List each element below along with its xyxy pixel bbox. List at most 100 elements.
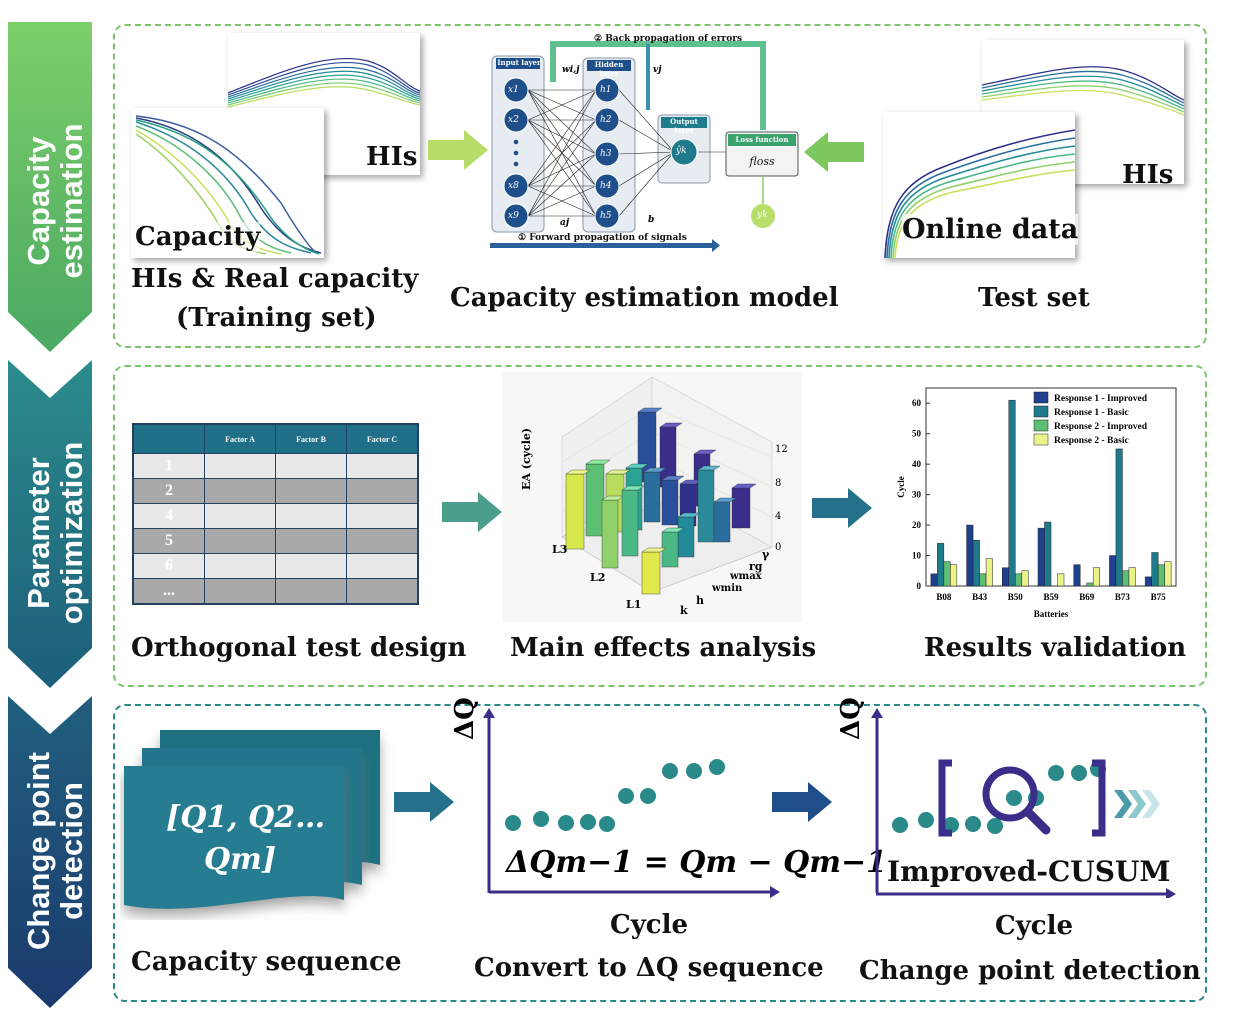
orthogonal-table: Factor A Factor B Factor C 1 2 4 5 6 ... xyxy=(132,423,419,605)
his-label-left: HIs xyxy=(366,142,418,172)
left-axis-tick: L2 xyxy=(590,571,606,584)
table-row-label: 2 xyxy=(132,478,205,504)
bar-B50-3 xyxy=(1015,573,1023,587)
dq-axis-label: ΔQ xyxy=(450,697,480,740)
table-row-label: 4 xyxy=(132,503,205,529)
bar-B73-3 xyxy=(1122,570,1130,587)
node-h3: h3 xyxy=(600,149,612,159)
table-row-label: 5 xyxy=(132,528,205,554)
x-tick-label: B08 xyxy=(936,592,952,602)
bar-B75-2 xyxy=(1151,552,1159,587)
yk-label: yk xyxy=(757,210,768,220)
right-axis-tick: h xyxy=(696,594,704,607)
forward-prop-label: ① Forward propagation of signals xyxy=(518,233,687,243)
cycle-label-2: Cycle xyxy=(995,911,1074,941)
arrow-dq-to-cusum xyxy=(772,782,832,822)
change-caption: Change point detection xyxy=(859,956,1201,986)
stage-arrow-parameter xyxy=(8,360,92,688)
model-caption: Capacity estimation model xyxy=(450,283,839,313)
node-x8: x8 xyxy=(508,181,519,191)
online-data-label: Online data xyxy=(902,214,1079,245)
x-axis-label: Batteries xyxy=(1034,609,1069,619)
bar-B73-4 xyxy=(1128,567,1136,587)
main-effects-caption: Main effects analysis xyxy=(510,633,817,663)
table-header-cell: Factor C xyxy=(346,423,419,454)
x-tick-label: B59 xyxy=(1043,592,1059,602)
cusum-label: Improved-CUSUM xyxy=(887,855,1171,888)
panel-parameter-optimization xyxy=(113,365,1207,687)
training-caption-line2: (Training set) xyxy=(176,303,377,333)
loss-function-label: Loss function xyxy=(735,135,789,144)
bar-B43-3 xyxy=(979,573,987,587)
stage-arrows xyxy=(8,22,92,1008)
output-layer-label: Output layer xyxy=(670,117,698,135)
bar-B08-4 xyxy=(950,564,958,587)
neural-network-diagram xyxy=(490,41,799,252)
left-axis-tick: L1 xyxy=(626,598,642,611)
bar-B43-4 xyxy=(985,558,993,587)
legend-label: Response 1 - Improved xyxy=(1054,394,1148,404)
results-caption: Results validation xyxy=(924,633,1187,663)
capacity-seq-line1: [Q1, Q2… xyxy=(166,800,326,835)
node-h1: h1 xyxy=(600,85,612,95)
bar-B08-2 xyxy=(937,543,945,587)
bar-B75-1 xyxy=(1144,576,1152,587)
capacity-label: Capacity xyxy=(135,222,261,252)
hidden-layer-label: Hidden layer xyxy=(594,60,624,78)
dq-axis-label-2: ΔQ xyxy=(836,697,866,740)
table-header-cell: Factor A xyxy=(204,423,276,454)
bar-B08-1 xyxy=(930,573,938,587)
right-axis-tick: rg xyxy=(749,560,763,573)
y-tick-label: 30 xyxy=(912,490,922,500)
cusum-plot xyxy=(871,708,1176,898)
bar-B43-1 xyxy=(966,524,974,587)
bar-B08-3 xyxy=(943,561,951,587)
stage-arrow-change xyxy=(8,696,92,1008)
node-x1: x1 xyxy=(508,85,519,95)
dq-plot xyxy=(483,708,780,898)
x-tick-label: B50 xyxy=(1008,592,1024,602)
y-tick-label: 60 xyxy=(912,398,922,408)
aj-label: aj xyxy=(560,218,570,228)
left-axis-tick: L3 xyxy=(552,543,568,556)
table-header-cell: Factor B xyxy=(275,423,347,454)
table-row-label: ... xyxy=(132,578,205,605)
legend-swatch xyxy=(1033,419,1049,432)
bar-B75-4 xyxy=(1164,561,1172,587)
bar-B73-1 xyxy=(1109,555,1117,587)
legend-label: Response 2 - Basic xyxy=(1054,436,1129,446)
panel-capacity-estimation xyxy=(113,24,1207,348)
yhat-label: ŷk xyxy=(676,146,687,156)
x-tick-label: B69 xyxy=(1079,592,1095,602)
table-row-label: 6 xyxy=(132,553,205,579)
bar-B75-3 xyxy=(1157,564,1165,587)
node-h5: h5 xyxy=(600,211,612,221)
y-tick-label: 50 xyxy=(912,429,922,439)
y-axis-label: Cycle xyxy=(896,476,906,498)
floss-label: floss xyxy=(749,155,775,168)
zaxis-label: EA (cycle) xyxy=(520,427,533,490)
node-h4: h4 xyxy=(600,181,612,191)
x-tick-label: B43 xyxy=(972,592,988,602)
capacity-seq-line2: Qm] xyxy=(204,842,277,877)
table-row-label: 1 xyxy=(132,453,205,479)
arrow-effects-to-results xyxy=(812,488,872,528)
input-layer-label: Input layer xyxy=(497,58,541,67)
his-label-right: HIs xyxy=(1122,160,1174,190)
wij-label: wi,j xyxy=(562,65,580,75)
bar-B59-1 xyxy=(1037,527,1045,587)
arrow-test-to-model xyxy=(804,132,864,172)
bar-B73-2 xyxy=(1115,448,1123,587)
right-axis-tick: k xyxy=(680,604,688,617)
legend-swatch xyxy=(1033,391,1049,404)
ztick: 4 xyxy=(775,511,782,522)
ztick: 8 xyxy=(775,478,782,489)
x-tick-label: B75 xyxy=(1151,592,1167,602)
y-tick-label: 20 xyxy=(912,520,922,530)
right-axis-tick: γ xyxy=(762,548,770,561)
bar-B59-4 xyxy=(1057,573,1065,587)
orthogonal-caption: Orthogonal test design xyxy=(131,633,467,663)
arrow-seq-to-dq xyxy=(394,782,454,822)
b-label: b xyxy=(648,215,655,225)
